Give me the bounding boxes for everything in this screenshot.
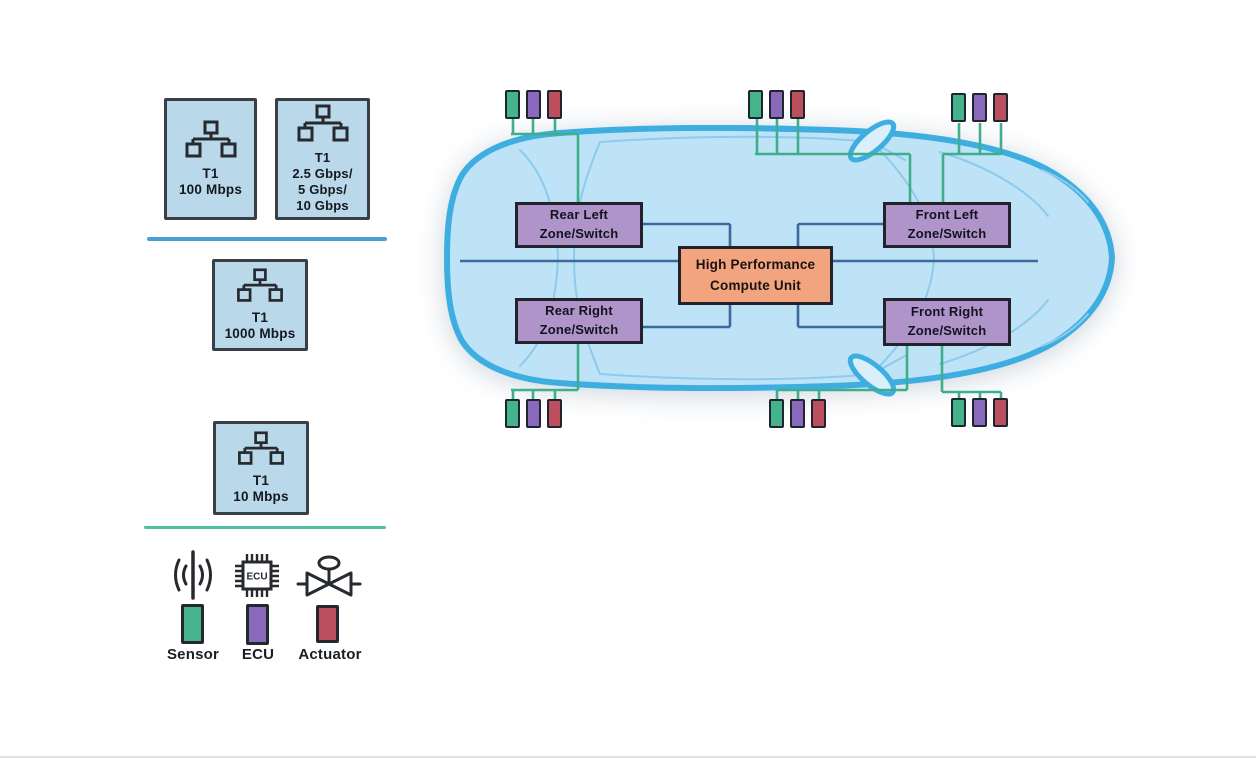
ecu-node bbox=[972, 93, 987, 122]
high-performance-compute-unit-box: High Performance Compute Unit bbox=[678, 246, 833, 305]
ecu-label: ECU bbox=[241, 646, 275, 663]
network-switch-icon bbox=[238, 430, 284, 465]
zone-box-rear-left: Rear Left Zone/Switch bbox=[515, 202, 643, 248]
sensor-label: Sensor bbox=[166, 646, 220, 663]
t1-1000mbps-label: T1 1000 Mbps bbox=[224, 309, 296, 341]
actuator-node bbox=[547, 399, 562, 428]
device-cluster-rear-left-top bbox=[505, 90, 562, 119]
t1-multigig-label: T1 2.5 Gbps/ 5 Gbps/ 10 Gbps bbox=[292, 150, 353, 213]
zone-box-rear-right: Rear Right Zone/Switch bbox=[515, 298, 643, 344]
side-mirror-icons bbox=[847, 119, 897, 397]
ecu-node bbox=[526, 90, 541, 119]
actuator-icon bbox=[296, 555, 362, 597]
actuator-node bbox=[811, 399, 826, 428]
sensor-icon bbox=[174, 550, 212, 600]
t1-1000mbps-box: T1 1000 Mbps bbox=[212, 259, 308, 351]
sensor-node bbox=[951, 398, 966, 427]
device-cluster-front-right-bottom bbox=[951, 398, 1008, 427]
actuator-label: Actuator bbox=[298, 646, 362, 663]
ecu-node bbox=[526, 399, 541, 428]
network-switch-icon bbox=[185, 120, 236, 158]
sensor-node bbox=[769, 399, 784, 428]
network-switch-icon bbox=[297, 104, 348, 142]
network-switch-icon bbox=[237, 267, 283, 302]
ecu-node bbox=[790, 399, 805, 428]
t1-multigig-box: T1 2.5 Gbps/ 5 Gbps/ 10 Gbps bbox=[275, 98, 370, 220]
actuator-node bbox=[547, 90, 562, 119]
device-cluster-rear-right-bottom bbox=[505, 399, 562, 428]
ecu-swatch bbox=[246, 604, 269, 645]
actuator-swatch bbox=[316, 605, 339, 643]
sensor-node bbox=[505, 399, 520, 428]
actuator-node bbox=[790, 90, 805, 119]
t1-10mbps-box: T1 10 Mbps bbox=[213, 421, 309, 515]
ecu-node bbox=[769, 90, 784, 119]
legend-divider-teal bbox=[144, 526, 386, 529]
legend-divider-blue bbox=[147, 237, 387, 241]
ecu-node bbox=[972, 398, 987, 427]
t1-100mbps-label: T1 100 Mbps bbox=[178, 165, 243, 197]
t1-100mbps-box: T1 100 Mbps bbox=[164, 98, 257, 220]
t1-10mbps-label: T1 10 Mbps bbox=[233, 472, 289, 504]
actuator-node bbox=[993, 398, 1008, 427]
zone-box-front-left: Front Left Zone/Switch bbox=[883, 202, 1011, 248]
sensor-node bbox=[748, 90, 763, 119]
device-cluster-front-left-mid bbox=[748, 90, 805, 119]
ecu-chip-text: ECU bbox=[246, 572, 267, 583]
ecu-chip-icon: ECU bbox=[235, 554, 279, 597]
sensor-node bbox=[505, 90, 520, 119]
sensor-node bbox=[951, 93, 966, 122]
actuator-node bbox=[993, 93, 1008, 122]
device-cluster-front-left-top bbox=[951, 93, 1008, 122]
zone-box-front-right: Front Right Zone/Switch bbox=[883, 298, 1011, 346]
sensor-swatch bbox=[181, 604, 204, 644]
device-cluster-front-right-mid bbox=[769, 399, 826, 428]
edge-wires bbox=[511, 119, 1003, 401]
